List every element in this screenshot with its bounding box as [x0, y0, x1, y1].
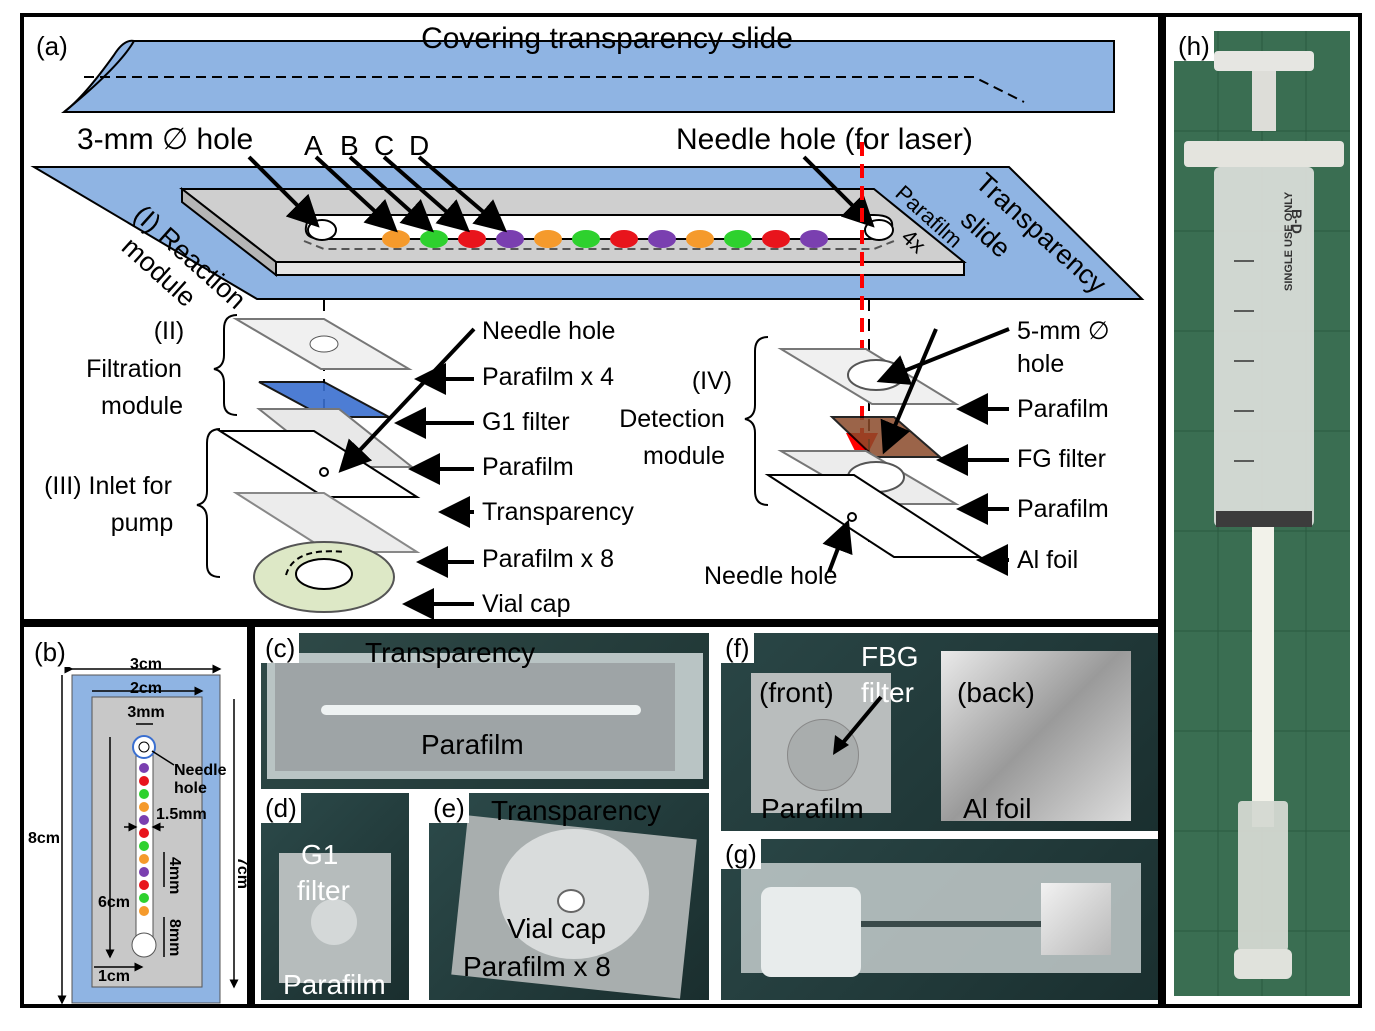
photo-e-bottom: Parafilm x 8: [463, 951, 611, 982]
photo-g-inlet: [761, 887, 861, 977]
panel-b-diagram: 3cm 2cm 3mm Needle hole 1.5mm 8cm 7cm 4m…: [28, 656, 247, 1004]
dim-7cm: 7cm: [234, 857, 247, 889]
photo-c: Transparency Parafilm (c): [261, 633, 709, 789]
photo-f-arrow: [833, 695, 883, 755]
photo-c-parafilm: [275, 663, 675, 771]
photo-d-filter-line1: G1: [301, 839, 339, 870]
photo-d: G1 filter Parafilm (d): [261, 793, 409, 1000]
panel-a-label: (a): [32, 31, 72, 61]
photo-e-hole: [557, 889, 585, 913]
photo-f-right: Al foil: [963, 793, 1032, 824]
detection-line1: (IV): [692, 367, 732, 395]
letter-c: C: [374, 130, 394, 161]
letter-b: B: [340, 130, 359, 161]
panel-d-label: (d): [261, 793, 301, 823]
photo-c-channel: [321, 705, 641, 715]
photo-e-cap: Vial cap: [507, 913, 607, 944]
photo-c-top: Transparency: [365, 637, 536, 668]
photo-f-back: [941, 651, 1131, 821]
panel-b-label: (b): [30, 637, 70, 667]
chip-dots: [139, 763, 149, 916]
panel-h-label: (h): [1174, 31, 1214, 61]
dim-8cm: 8cm: [28, 830, 60, 847]
dim-1cm: 1cm: [98, 968, 130, 985]
left-layer-parafilm8: Parafilm x 8: [482, 545, 614, 573]
dim-2cm: 2cm: [130, 680, 162, 697]
filtration-line3: module: [101, 392, 183, 420]
syringe-use: SINGLE USE ONLY: [1283, 191, 1295, 291]
photo-f-back-label: (back): [957, 677, 1035, 708]
panel-g-label: (g): [721, 839, 761, 869]
photo-c-bottom: Parafilm: [421, 729, 524, 760]
inlet-line2: pump: [111, 509, 174, 537]
detection-line3: module: [643, 442, 725, 470]
droplets: [382, 230, 828, 248]
photo-d-filter-line2: filter: [297, 875, 350, 906]
photo-e: Transparency Vial cap Parafilm x 8 (e): [429, 793, 709, 1000]
dim-6cm: 6cm: [98, 894, 130, 911]
panel-f-label: (f): [721, 633, 754, 663]
right-stack: [764, 348, 984, 558]
inlet-line1: (III) Inlet for: [44, 472, 172, 500]
letter-a: A: [304, 130, 323, 161]
right-layer-alfoil: Al foil: [1017, 546, 1078, 574]
left-layer-g1: G1 filter: [482, 408, 570, 436]
photo-f-fbg-line1: FBG: [861, 641, 919, 672]
left-layer-parafilm: Parafilm: [482, 453, 574, 481]
right-needle-hole: Needle hole: [704, 562, 837, 590]
top-arrows: [247, 155, 875, 233]
right-layer-parafilm-top: Parafilm: [1017, 395, 1109, 423]
photo-f-left: Parafilm: [761, 793, 864, 824]
syringe-brand: B-D: [1289, 209, 1305, 234]
photo-g-foil: [1041, 883, 1111, 955]
detection-line2: Detection: [619, 405, 725, 433]
needle-laser-label: Needle hole (for laser): [676, 123, 973, 156]
dim-4mm: 4mm: [166, 857, 183, 894]
left-layer-needle: Needle hole: [482, 317, 615, 345]
left-stack: [216, 318, 421, 613]
photo-g: (g): [721, 839, 1158, 1000]
left-layer-parafilm4: Parafilm x 4: [482, 363, 614, 391]
right-layer-parafilm-bottom: Parafilm: [1017, 495, 1109, 523]
photo-f-fbg-line2: filter: [861, 677, 914, 708]
photo-g-channel: [861, 921, 1041, 927]
cover-title: Covering transparency slide: [421, 22, 793, 55]
photo-d-filter: [311, 899, 357, 945]
photo-h-syringe: B-D SINGLE USE ONLY: [1174, 31, 1350, 996]
left-layer-transparency: Transparency: [482, 498, 634, 526]
filtration-line1: (II): [154, 317, 185, 345]
photo-h: B-D SINGLE USE ONLY (h): [1174, 31, 1350, 996]
dim-needle: Needle: [174, 762, 227, 779]
dim-hole: hole: [174, 780, 207, 797]
left-layer-arrows: [338, 327, 476, 619]
dim-8mm: 8mm: [166, 919, 183, 956]
panel-a-diagram: Covering transparency slide 3-mm ∅ hole …: [30, 22, 1145, 619]
panel-h: B-D SINGLE USE ONLY (h): [1162, 13, 1362, 1008]
braces: [196, 314, 769, 578]
dim-1-5mm: 1.5mm: [156, 806, 207, 823]
photo-d-bottom: Parafilm: [283, 969, 386, 1000]
photo-f: FBG filter (front) (back) Parafilm Al fo…: [721, 633, 1158, 831]
covering-slide: [61, 39, 1115, 113]
right-layer-hole1: 5-mm ∅: [1017, 317, 1110, 345]
photo-e-top: Transparency: [491, 795, 662, 826]
dim-3cm: 3cm: [130, 656, 162, 673]
right-layer-hole2: hole: [1017, 350, 1064, 378]
panel-c-label: (c): [261, 633, 300, 663]
letter-d: D: [409, 130, 429, 161]
photo-f-filter: [787, 719, 859, 791]
dim-3mm: 3mm: [127, 704, 164, 721]
panel-a: Covering transparency slide 3-mm ∅ hole …: [20, 13, 1162, 623]
photo-f-front-label: (front): [759, 677, 834, 708]
panel-b: 3cm 2cm 3mm Needle hole 1.5mm 8cm 7cm 4m…: [20, 623, 251, 1008]
panel-e-label: (e): [429, 793, 469, 823]
filtration-line2: Filtration: [86, 355, 182, 383]
right-layer-fg: FG filter: [1017, 445, 1106, 473]
right-layer-arrows: [822, 327, 1010, 576]
hole-label: 3-mm ∅ hole: [77, 123, 253, 156]
left-layer-vialcap: Vial cap: [482, 590, 571, 618]
panel-photos: Transparency Parafilm (c) G1 filter Para…: [251, 623, 1162, 1008]
